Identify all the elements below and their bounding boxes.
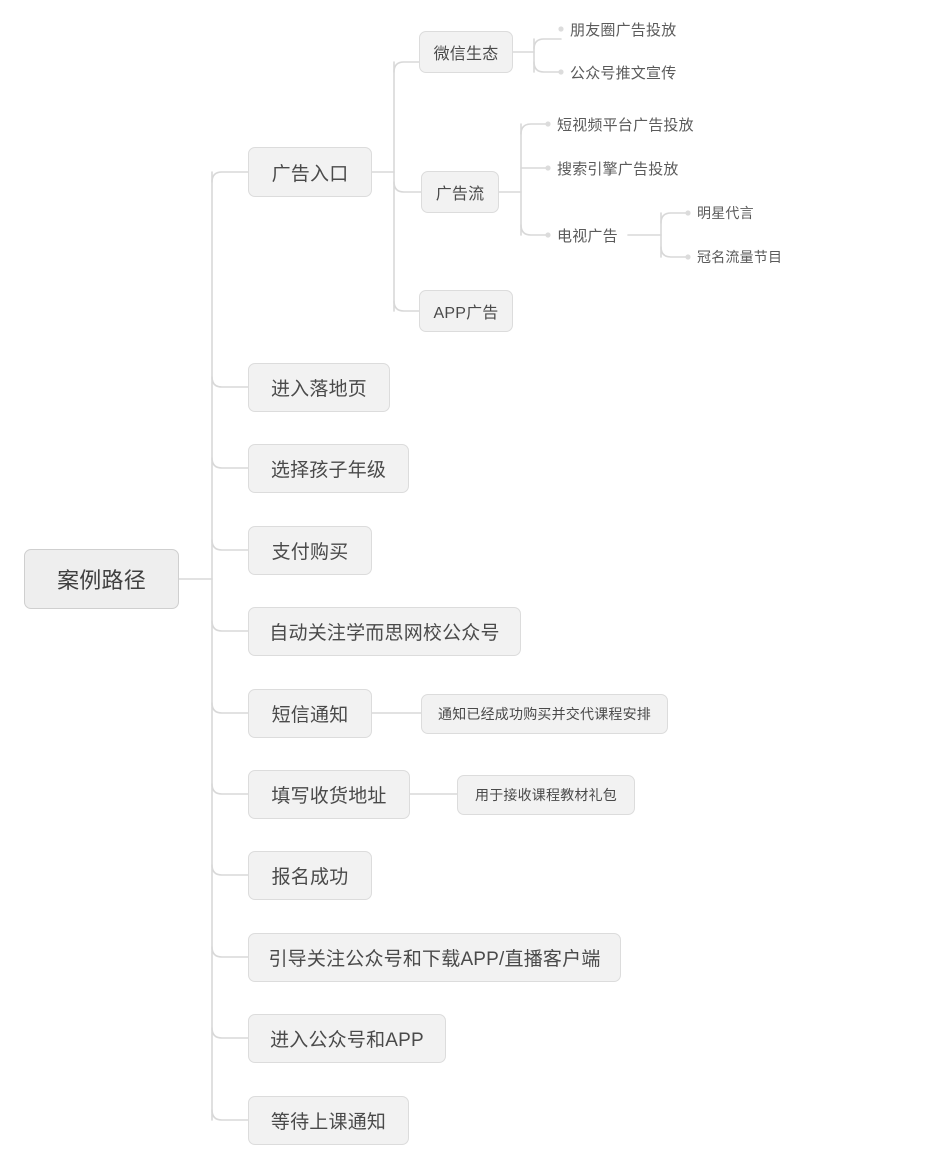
node-ad-entry-label: 广告入口 [271, 163, 349, 185]
node-landing-page-label: 进入落地页 [270, 379, 367, 400]
node-sms-notice-detail-label: 通知已经成功购买并交代课程安排 [438, 706, 651, 722]
node-pay-purchase-label: 支付购买 [271, 542, 349, 563]
edge-dot-oa-push [558, 69, 564, 75]
edge-to-sms-notice [211, 702, 249, 714]
edge-to-enter-oa-app [211, 1027, 249, 1039]
node-signup-success-label: 报名成功 [271, 867, 349, 888]
edge-to-wait-class [211, 1109, 249, 1121]
node-app-ad[interactable]: APP广告 [419, 290, 513, 332]
node-guide-follow-download[interactable]: 引导关注公众号和下载APP/直播客户端 [248, 933, 621, 982]
node-tv-ad-label: 电视广告 [557, 227, 618, 245]
node-ad-stream[interactable]: 广告流 [421, 171, 499, 213]
node-shipping-address-detail[interactable]: 用于接收课程教材礼包 [457, 775, 635, 815]
node-search-engine-ad[interactable]: 搜索引擎广告投放 [557, 156, 679, 180]
edge-to-short-video [520, 123, 549, 135]
edge-to-celebrity [660, 212, 689, 224]
node-shipping-address-label: 填写收货地址 [271, 786, 387, 807]
node-short-video-ad-label: 短视频平台广告投放 [557, 116, 694, 134]
edge-to-title-sponsor [660, 246, 689, 258]
edge-dot-moments-ad [558, 26, 564, 32]
node-ad-entry[interactable]: 广告入口 [248, 147, 372, 197]
edge-to-ad-entry [211, 171, 249, 183]
edge-to-app-ad [393, 300, 420, 312]
root-node-label: 案例路径 [57, 568, 146, 593]
node-celebrity-endorsement-label: 明星代言 [697, 205, 754, 221]
node-wechat-eco[interactable]: 微信生态 [419, 31, 513, 73]
edge-to-wechat-eco [393, 61, 420, 73]
edge-to-landing-page [211, 376, 249, 388]
edge-to-guide-follow [211, 946, 249, 958]
node-sms-notice-detail[interactable]: 通知已经成功购买并交代课程安排 [421, 694, 668, 734]
node-title-sponsor-show[interactable]: 冠名流量节目 [697, 246, 782, 268]
node-celebrity-endorsement[interactable]: 明星代言 [697, 202, 754, 224]
edge-to-select-grade [211, 457, 249, 469]
edge-to-ad-stream [393, 181, 422, 193]
node-sms-notice[interactable]: 短信通知 [248, 689, 372, 738]
edge-dot-celebrity [685, 210, 691, 216]
node-select-grade-label: 选择孩子年级 [270, 460, 387, 481]
node-wait-class-notice[interactable]: 等待上课通知 [248, 1096, 409, 1145]
node-moments-ad-label: 朋友圈广告投放 [570, 21, 677, 39]
node-pay-purchase[interactable]: 支付购买 [248, 526, 372, 575]
node-wechat-eco-label: 微信生态 [433, 46, 499, 63]
edge-dot-short-video [545, 121, 551, 127]
edge-to-signup-success [211, 864, 249, 876]
node-signup-success[interactable]: 报名成功 [248, 851, 372, 900]
node-shipping-address-detail-label: 用于接收课程教材礼包 [475, 787, 617, 803]
node-landing-page[interactable]: 进入落地页 [248, 363, 390, 412]
node-wait-class-notice-label: 等待上课通知 [270, 1112, 387, 1133]
node-enter-oa-app-label: 进入公众号和APP [270, 1030, 424, 1051]
edge-to-oa-push [533, 61, 562, 73]
node-guide-follow-download-label: 引导关注公众号和下载APP/直播客户端 [268, 949, 601, 970]
node-auto-follow[interactable]: 自动关注学而思网校公众号 [248, 607, 521, 656]
node-search-engine-ad-label: 搜索引擎广告投放 [557, 160, 679, 178]
edge-to-auto-follow [211, 620, 249, 632]
edge-dot-search-engine [545, 165, 551, 171]
node-enter-oa-app[interactable]: 进入公众号和APP [248, 1014, 446, 1063]
node-tv-ad[interactable]: 电视广告 [557, 223, 618, 247]
node-title-sponsor-show-label: 冠名流量节目 [697, 249, 783, 265]
edge-to-moments-ad [533, 38, 562, 50]
node-shipping-address[interactable]: 填写收货地址 [248, 770, 410, 819]
node-app-ad-label: APP广告 [433, 305, 499, 322]
edge-dot-title-sponsor [685, 254, 691, 260]
root-node[interactable]: 案例路径 [24, 549, 179, 609]
edge-dot-tv-ad [545, 232, 551, 238]
node-select-grade[interactable]: 选择孩子年级 [248, 444, 409, 493]
node-official-account-push-label: 公众号推文宣传 [570, 64, 677, 82]
node-ad-stream-label: 广告流 [435, 186, 485, 203]
node-short-video-ad[interactable]: 短视频平台广告投放 [557, 112, 694, 136]
edge-to-pay-purchase [211, 539, 249, 551]
node-moments-ad[interactable]: 朋友圈广告投放 [570, 17, 676, 41]
node-official-account-push[interactable]: 公众号推文宣传 [570, 60, 676, 84]
edge-to-shipping-address [211, 783, 249, 795]
edge-to-tv-ad [520, 224, 549, 236]
node-auto-follow-label: 自动关注学而思网校公众号 [269, 623, 500, 644]
node-sms-notice-label: 短信通知 [271, 705, 349, 726]
